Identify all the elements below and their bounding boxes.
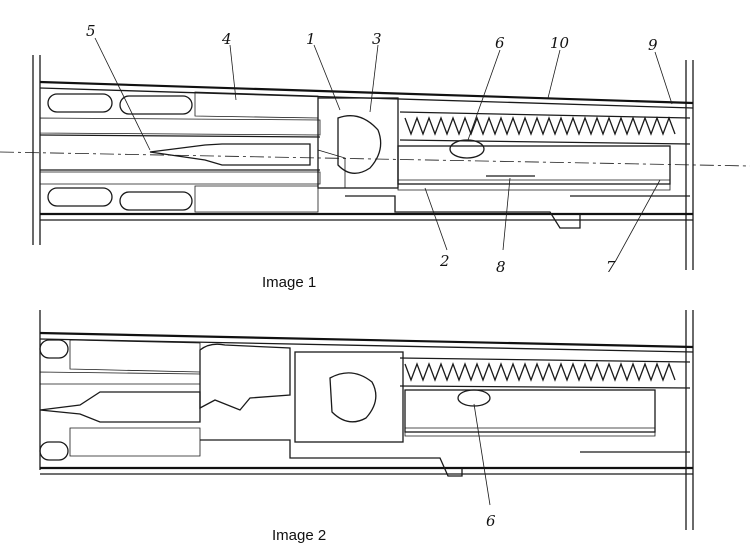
figure-2-labels: 6 [486,512,496,530]
label-4: 4 [221,30,232,48]
label-9: 9 [648,36,658,54]
figure-2-caption: Image 2 [272,527,327,544]
label-6: 6 [495,34,505,52]
label-3: 3 [372,30,382,48]
figure-1-drawing [0,37,750,270]
figure-2-drawing [39,310,694,530]
label-5: 5 [86,22,96,40]
label-8: 8 [496,258,506,276]
label-6: 6 [486,512,496,530]
figure-1-caption: Image 1 [262,274,317,291]
label-10: 10 [550,34,570,52]
label-7: 7 [606,258,616,276]
label-1: 1 [306,30,316,48]
figure-1-labels: 5 4 1 3 6 10 9 2 8 7 [86,22,658,276]
label-2: 2 [439,252,450,270]
